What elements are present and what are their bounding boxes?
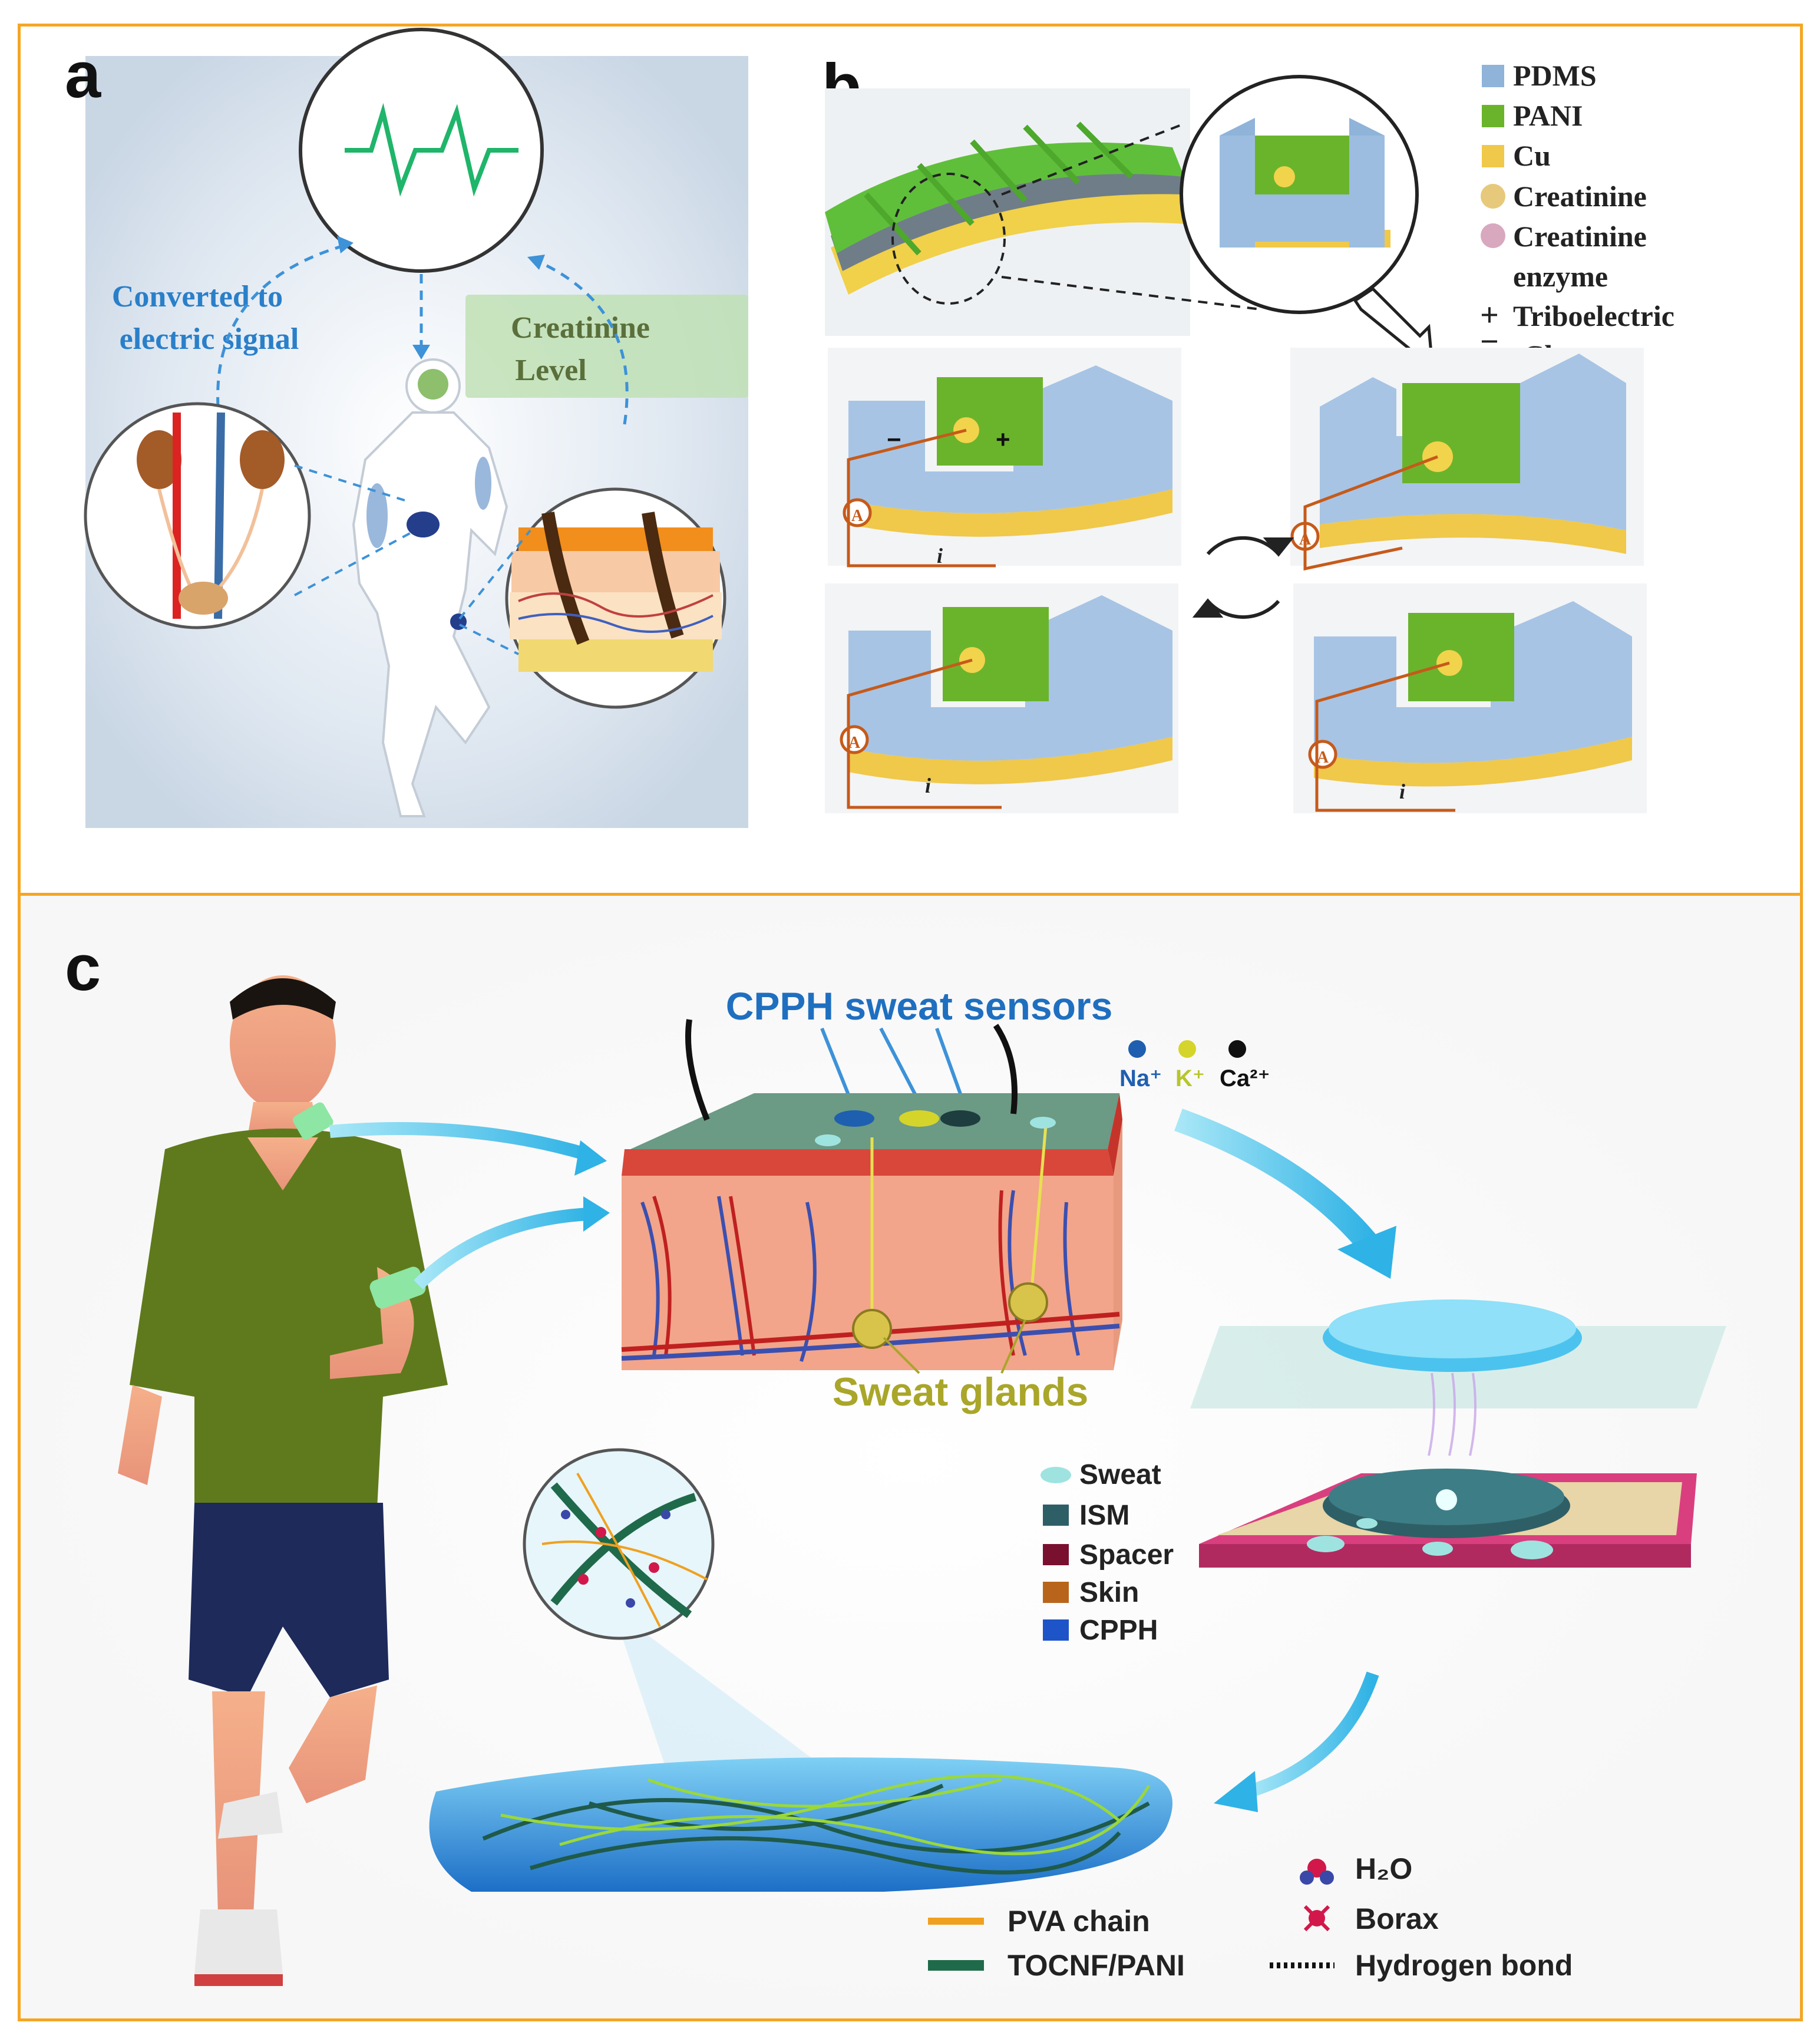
current-label: i (937, 544, 943, 568)
legend-label-water: H₂O (1355, 1852, 1412, 1885)
material-legend: PVA chain TOCNF/PANI H₂O Borax Hydrogen … (928, 1852, 1573, 1982)
zoom-unit-cell (1220, 118, 1390, 248)
borax-icon (1303, 1905, 1330, 1932)
legend-swatch-skin (1043, 1582, 1069, 1603)
legend-label-enzyme: enzyme (1513, 260, 1608, 293)
legend-swatch-cu (1482, 145, 1504, 167)
panel-c: c CPPH sweat sensors (21, 896, 1800, 2018)
ion-na-label: Na⁺ (1119, 1065, 1162, 1091)
panel-b-legend: PDMS PANI Cu Creatinine Creatinine enzym… (1480, 59, 1674, 372)
connector-kidney-top (294, 464, 407, 502)
ammeter-label: A (848, 734, 861, 752)
panel-b: b (822, 51, 1674, 813)
panel-a: a Creatinine Level Converted to electric… (65, 28, 748, 828)
current-label: i (925, 774, 931, 797)
ion-na-dot (1128, 1040, 1146, 1058)
state-cell-1: − + A i (828, 348, 1181, 568)
legend-label-borax: Borax (1355, 1902, 1439, 1935)
sensor-stack (1190, 1299, 1726, 1568)
legend-label-creatinine-enzyme: Creatinine (1513, 220, 1647, 253)
signal-waveform (345, 103, 518, 197)
panel-c-letter: c (65, 932, 101, 1004)
legend-label-pva: PVA chain (1008, 1905, 1150, 1938)
arrow-head-left (337, 236, 354, 253)
runner-figure (118, 975, 448, 1986)
charge-label: + (996, 425, 1010, 453)
legend-label-skin: Skin (1079, 1577, 1139, 1608)
arrow-to-signal-right (533, 258, 629, 425)
arrow-sensor-to-gel (1247, 1671, 1379, 1798)
legend-swatch-cpph (1043, 1619, 1069, 1641)
kidney-icon (137, 412, 285, 619)
converted-label-line1: Converted to (112, 280, 283, 314)
arrow-neck-to-skin (329, 1122, 592, 1162)
legend-label-triboelectric: Triboelectric (1513, 299, 1674, 332)
arrow-head-right (527, 255, 545, 270)
cycle-arrows (1192, 536, 1294, 619)
legend-swatch-pdms (1482, 65, 1504, 87)
cpph-sensors-title: CPPH sweat sensors (726, 984, 1113, 1028)
skin-block (621, 1019, 1122, 1370)
arrow-head-neck (574, 1140, 607, 1176)
state-cell-2: A (1290, 348, 1644, 571)
legend-label-pdms: PDMS (1513, 59, 1597, 92)
ion-ca-label: Ca²⁺ (1220, 1065, 1270, 1091)
water-molecule-icon (1300, 1859, 1334, 1885)
legend-label-cu: Cu (1513, 139, 1551, 172)
arrow-head-sensor (1337, 1226, 1396, 1279)
ion-legend: Na⁺ K⁺ Ca²⁺ (1119, 1040, 1270, 1091)
legend-plus-sign: + (1480, 297, 1499, 334)
creatinine-level-line1: Creatinine (511, 311, 650, 345)
panel-c-frame (18, 893, 1803, 2021)
legend-label-creatinine: Creatinine (1513, 180, 1647, 213)
layer-legend: Sweat ISM Spacer Skin CPPH (1041, 1459, 1174, 1646)
legend-swatch-ism (1043, 1505, 1069, 1526)
legend-label-hydrogen-bond: Hydrogen bond (1355, 1949, 1573, 1982)
legend-swatch-pani (1482, 105, 1504, 127)
sweat-glands-label: Sweat glands (833, 1370, 1089, 1414)
hydrogel-slab (429, 1757, 1172, 1892)
ion-ca-dot (1228, 1040, 1246, 1058)
arrow-skin-to-sensor (1174, 1109, 1382, 1257)
legend-label-cpph: CPPH (1079, 1615, 1158, 1646)
ion-k-label: K⁺ (1175, 1065, 1205, 1091)
gland-pointer-left (883, 1337, 920, 1374)
ammeter-label: A (1317, 748, 1329, 767)
legend-label-pani: PANI (1513, 99, 1583, 132)
arrow-head-arm (583, 1196, 610, 1232)
ammeter-label: A (851, 507, 864, 525)
connector-skin-bottom (459, 624, 519, 655)
arrow-arm-to-skin (414, 1208, 590, 1289)
legend-label-ism: ISM (1079, 1500, 1129, 1531)
network-zoom-circle (523, 1448, 825, 1768)
zoom-line-bottom (1001, 276, 1261, 311)
flexible-sensor-array (825, 88, 1190, 336)
legend-swatch-creatinine (1481, 184, 1505, 209)
creatinine-level-box (465, 295, 748, 398)
title-pointer-arrows (820, 1027, 965, 1103)
legend-swatch-sweat (1041, 1467, 1071, 1483)
legend-label-sweat: Sweat (1079, 1459, 1161, 1490)
legend-swatch-enzyme (1481, 223, 1505, 248)
legend-label-tocnf: TOCNF/PANI (1008, 1949, 1185, 1982)
gland-pointer-right (1000, 1319, 1026, 1374)
creatinine-level-line2: Level (515, 354, 586, 387)
converted-label-line2: electric signal (120, 322, 299, 356)
connector-kidney-bottom (294, 529, 416, 596)
connector-skin-top (458, 529, 531, 620)
runner-silhouette (352, 358, 508, 817)
legend-swatch-spacer (1043, 1544, 1069, 1565)
skin-cross-section-icon (510, 512, 722, 672)
state-cell-4: A i (1293, 583, 1647, 813)
current-label: i (1399, 780, 1405, 803)
arrow-head-gel (1214, 1771, 1258, 1812)
arrow-head-down (412, 345, 430, 359)
ion-k-dot (1178, 1040, 1196, 1058)
legend-label-spacer: Spacer (1079, 1539, 1174, 1571)
state-cell-3: A i (825, 583, 1178, 813)
panel-a-letter: a (65, 39, 101, 111)
